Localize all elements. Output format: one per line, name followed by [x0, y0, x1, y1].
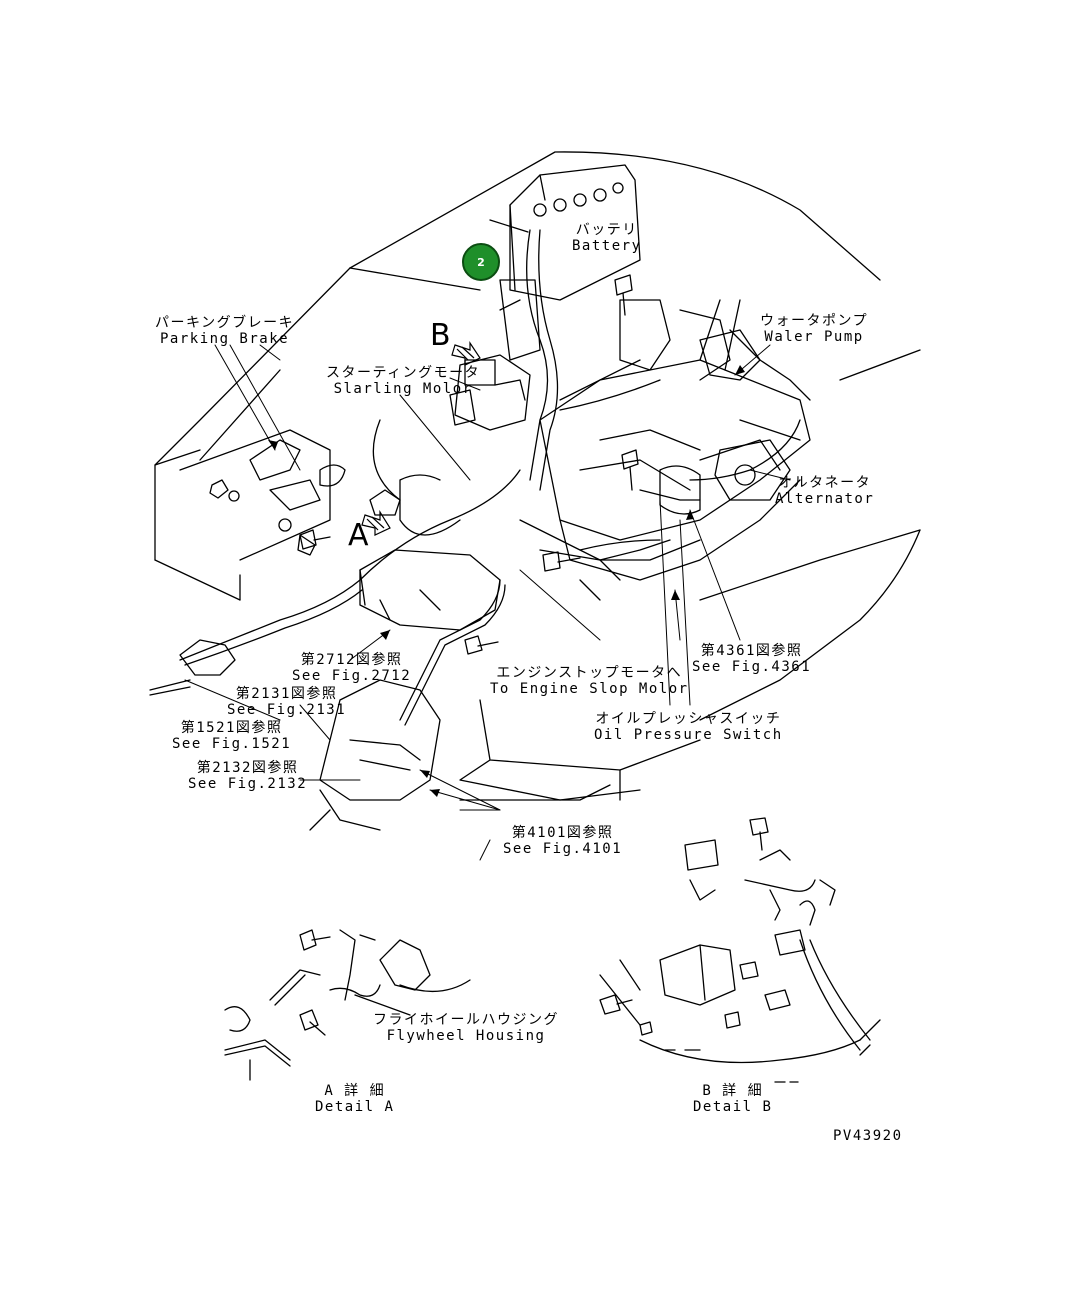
fig2131-label-en: See Fig.2131	[227, 702, 347, 718]
oil-pressure-label-en: Oil Pressure Switch	[594, 727, 783, 743]
fig1521-label: 第1521図参照 See Fig.1521	[172, 720, 291, 752]
fig4101-label-en: See Fig.4101	[503, 841, 623, 857]
callout-number-2[interactable]: 2	[462, 243, 500, 281]
fig1521-label-jp: 第1521図参照	[180, 720, 283, 736]
detail-a-label-jp: A 詳 細	[324, 1083, 386, 1099]
starting-motor-label: スターティングモータ Slarling Molor	[326, 365, 480, 397]
detail-a-label-en: Detail A	[315, 1099, 395, 1115]
detail-b-label-jp: B 詳 細	[702, 1083, 764, 1099]
leader-arrows	[268, 365, 745, 797]
alternator-label-en: Alternator	[775, 491, 875, 507]
flywheel-housing-outline	[360, 550, 500, 630]
water-pump-label-en: Waler Pump	[764, 329, 864, 345]
starting-motor-label-jp: スターティングモータ	[326, 365, 481, 381]
parking-brake-label-en: Parking Brake	[160, 331, 290, 347]
detail-b-label-en: Detail B	[693, 1099, 773, 1115]
detail-b-drawing	[600, 818, 880, 1082]
fig4361-label-jp: 第4361図参照	[700, 643, 803, 659]
leader-lines	[185, 345, 790, 860]
fig4101-label-jp: 第4101図参照	[511, 825, 614, 841]
wiring-harnesses	[180, 360, 800, 725]
water-pump-outline	[700, 300, 760, 380]
fig2712-label: 第2712図参照 See Fig.2712	[292, 652, 411, 684]
fig1521-label-en: See Fig.1521	[172, 736, 292, 752]
detail-a-drawing	[225, 930, 470, 1080]
oil-pressure-label-jp: オイルプレッシャスイッチ	[595, 711, 782, 727]
connector-block-1521	[150, 640, 235, 695]
bolts	[300, 275, 638, 654]
fig2131-label: 第2131図参照 See Fig.2131	[227, 686, 346, 718]
detail-a-label: A 詳 細 Detail A	[315, 1083, 394, 1115]
flywheel-label-jp: フライホイールハウジング	[373, 1012, 559, 1028]
engine-block	[540, 300, 810, 600]
view-a-letter: A	[348, 518, 369, 553]
flywheel-label-en: Flywheel Housing	[386, 1028, 546, 1044]
drawing-number: PV43920	[833, 1128, 903, 1144]
parking-brake-label-jp: パーキングブレーキ	[155, 315, 295, 331]
alternator-label: オルタネータ Alternator	[775, 475, 874, 507]
parking-brake-label: パーキングブレーキ Parking Brake	[155, 315, 294, 347]
fig2132-label-en: See Fig.2132	[188, 776, 308, 792]
starting-motor-label-en: Slarling Molor	[333, 381, 473, 397]
starting-motor-outline	[450, 355, 530, 430]
fig4101-label: 第4101図参照 See Fig.4101	[503, 825, 622, 857]
fig2712-label-en: See Fig.2712	[292, 668, 412, 684]
battery-label: バッテリ Battery	[572, 222, 642, 254]
fig4361-label-en: See Fig.4361	[692, 659, 812, 675]
cable-boot	[500, 280, 540, 360]
detail-b-label: B 詳 細 Detail B	[693, 1083, 772, 1115]
water-pump-label-jp: ウォータポンプ	[760, 313, 869, 329]
parking-brake-area	[210, 440, 400, 555]
view-arrow-b	[452, 343, 480, 365]
transmission-outline	[310, 680, 440, 830]
battery-outline	[510, 165, 640, 300]
callout-number: 2	[477, 255, 485, 269]
alternator-label-jp: オルタネータ	[778, 475, 872, 491]
engine-stop-label-en: To Engine Slop Molor	[490, 681, 689, 697]
view-arrow-a	[362, 512, 390, 535]
fig2132-label: 第2132図参照 See Fig.2132	[188, 760, 307, 792]
fig2131-label-jp: 第2131図参照	[235, 686, 338, 702]
battery-cable	[527, 230, 548, 480]
view-b-letter: B	[430, 318, 451, 353]
battery-label-en: Battery	[572, 238, 642, 254]
fig2132-label-jp: 第2132図参照	[196, 760, 299, 776]
fig4361-label: 第4361図参照 See Fig.4361	[692, 643, 811, 675]
fig2712-label-jp: 第2712図参照	[300, 652, 403, 668]
machine-body-outline	[155, 152, 920, 800]
water-pump-label: ウォータポンプ Waler Pump	[760, 313, 868, 345]
battery-cable-2	[539, 230, 558, 490]
engine-stop-motor-label: エンジンストップモータへ To Engine Slop Molor	[490, 665, 689, 697]
battery-label-jp: バッテリ	[575, 222, 638, 238]
engine-stop-label-jp: エンジンストップモータへ	[496, 665, 683, 681]
oil-pressure-switch-label: オイルプレッシャスイッチ Oil Pressure Switch	[594, 711, 783, 743]
flywheel-housing-label: フライホイールハウジング Flywheel Housing	[373, 1012, 559, 1044]
